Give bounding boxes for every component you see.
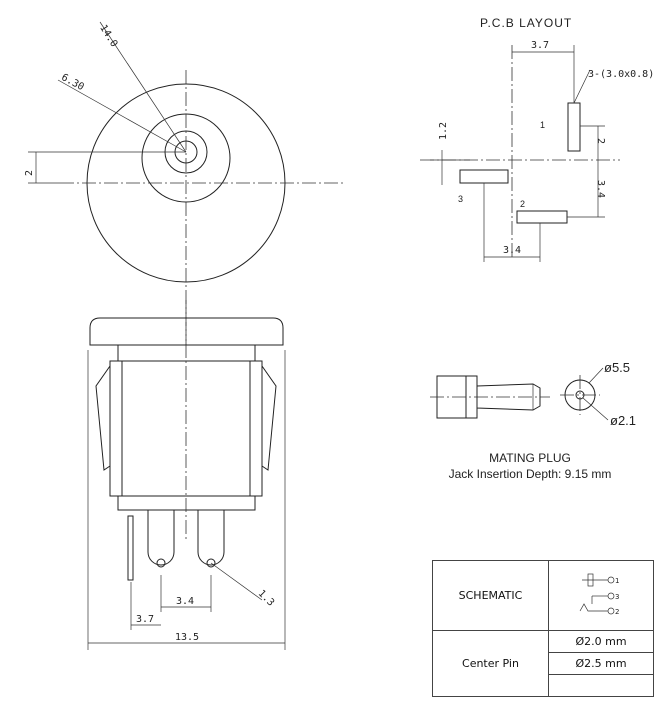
pin-1-label: 1 [540,120,545,130]
pad-2 [516,210,568,224]
leader-inner-dia [582,397,609,421]
dim-12: 1.2 [438,122,449,140]
pad-note: 3-(3.0x0.8) [588,69,654,80]
pin-right [197,510,225,566]
schematic-symbol-cell: 1 3 2 [548,560,654,631]
center-pin-value-2: Ø2.5 mm [548,652,654,675]
pcb-title: P.C.B LAYOUT [480,16,572,30]
schematic-label: SCHEMATIC [432,560,549,631]
base [117,495,256,511]
pad-1 [567,102,581,152]
center-pin-value-1: Ø2.0 mm [548,630,654,653]
pin-right-hole [206,558,216,568]
dim-34: 3.4 [176,596,194,607]
dim-37-pcb: 3.7 [531,40,549,51]
pad-3 [459,169,509,184]
side-view: 1.3 3.4 3.7 13.5 [87,300,286,650]
leader-630 [57,79,187,153]
plug-title: MATING PLUG [489,451,571,465]
dim-34-right: 3.4 [595,180,606,198]
mating-plug: ø5.5 ø2.1 MATING PLUG Jack Insertion Dep… [430,360,636,481]
clip-right [261,365,277,471]
jack-schematic-icon: 1 3 2 [579,573,619,616]
dim-2-pcb: 2 [595,138,606,144]
dim-2-top: 2 [24,170,35,176]
pin-bent [127,515,134,581]
leader-13 [210,562,263,601]
pin-3-label: 3 [458,194,463,204]
leader-14 [99,21,187,153]
leader-outer-dia [588,367,604,384]
flange-cap [89,317,284,346]
plug-subtitle: Jack Insertion Depth: 9.15 mm [449,467,612,481]
dim-135: 13.5 [175,632,199,643]
schematic-pin-1: 1 [615,577,619,585]
inner-dia-label: ø2.1 [610,413,636,428]
schematic-pin-2: 2 [615,608,619,616]
dim-13: 1.3 [256,588,277,609]
upper-collar [117,344,256,362]
dim-14: 14.0 [97,23,119,49]
center-pin-value-empty [548,674,654,697]
dim-37: 3.7 [136,614,154,625]
pin-left [147,510,175,566]
pin-left-hole [156,558,166,568]
pin-2-label: 2 [520,199,525,209]
outer-dia-label: ø5.5 [604,360,630,375]
clip-left [95,365,111,471]
top-view: 14.0 6.30 2 [24,21,345,345]
schematic-pin-3: 3 [615,593,619,601]
pcb-layout: P.C.B LAYOUT 1 2 3 3.7 3-(3.0x0.8) 1.2 2… [420,16,654,262]
dim-630: 6.30 [59,72,85,93]
dim-34-bottom: 3.4 [503,245,521,256]
pad-note-leader [573,69,591,104]
spec-table: SCHEMATIC 1 3 2 Center Pin Ø2.0 mm Ø2.5 … [432,560,654,697]
center-pin-label: Center Pin [432,630,549,697]
